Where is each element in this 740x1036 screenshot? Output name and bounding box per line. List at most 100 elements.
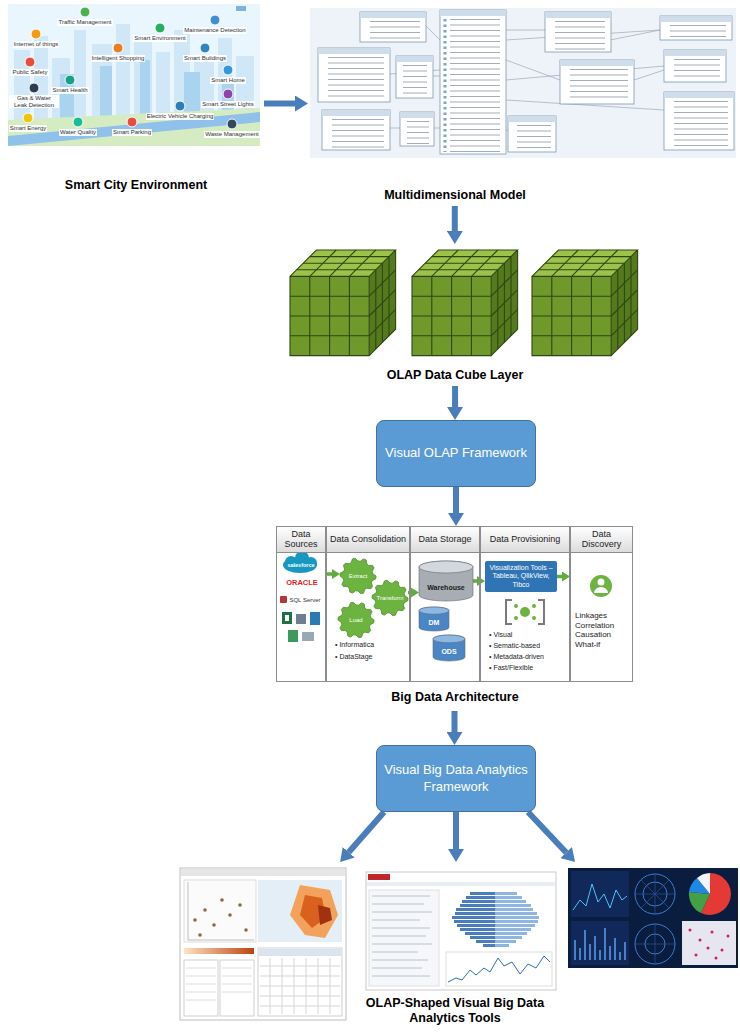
city-service-label: Maintenance Detection [183, 27, 246, 34]
dashboard-screenshot [495, 904, 531, 907]
dashboard-screenshot [495, 908, 533, 911]
dashboard-screenshot [180, 868, 346, 1020]
dashboard-screenshot [193, 918, 197, 922]
database-label: DM [429, 619, 440, 626]
flow-arrow [557, 575, 562, 579]
dashboard-screenshot [318, 905, 332, 925]
architecture-icons [280, 596, 287, 603]
cylinder-outline [419, 561, 473, 601]
smart-city-illustration [116, 24, 130, 120]
city-service-label: Smart Home [210, 77, 246, 84]
city-icon [227, 119, 237, 129]
smart-city-illustration [140, 60, 150, 120]
city-icon [223, 65, 233, 75]
smart-city-illustration [134, 40, 152, 120]
dashboard-screenshot [495, 896, 522, 899]
dashboard-screenshot [682, 921, 736, 965]
dashboard-screenshot [372, 896, 432, 976]
figure-panel: OLAP-Shaped Visual Big Data Analytics To… [180, 862, 738, 1034]
dashboard-screenshot [367, 882, 555, 886]
city-service-label: Electric Vehicle Charging [146, 113, 215, 120]
dashboard-screenshot [228, 913, 232, 917]
column-header: Data Provisioning [481, 527, 569, 553]
dashboard-screenshot [571, 921, 629, 965]
schema-table [396, 56, 433, 62]
architecture-icons [280, 551, 612, 642]
cylinder-outline [419, 607, 449, 631]
bullet-item: • DataStage [335, 653, 407, 661]
schema-table [560, 60, 634, 66]
cylinder-outline [419, 607, 449, 631]
schema-table [555, 21, 605, 50]
architecture-icons [532, 604, 536, 608]
architecture-icons [310, 612, 320, 625]
dashboard-screenshot [470, 892, 495, 895]
dashboard-screenshot [470, 936, 495, 939]
architecture-icons [282, 612, 292, 624]
caption-text: OLAP-Shaped Visual Big Data Analytics To… [350, 996, 560, 1026]
dashboard-screenshot [699, 939, 702, 942]
database-cylinder: ODS [433, 635, 465, 661]
city-service-label: Smart Buildings [183, 55, 227, 62]
dashboard-screenshot [697, 873, 710, 894]
city-icon [80, 7, 90, 17]
dashboard-screenshot [635, 924, 675, 964]
dashboard-screenshot [368, 874, 390, 880]
city-icon [113, 43, 123, 53]
architecture-icons [283, 557, 317, 573]
multidimensional-model-schema [390, 26, 664, 130]
dashboard-screenshot [238, 903, 242, 907]
schema-table [332, 119, 384, 148]
schema-table [322, 110, 390, 116]
schema-table [670, 25, 726, 38]
schema-table [403, 65, 427, 96]
gear-shape: Extract [340, 558, 376, 594]
architecture-icons [590, 575, 612, 597]
dashboard-screenshot [460, 928, 495, 931]
dashboard-screenshot [571, 871, 629, 917]
cylinder-outline [433, 635, 465, 643]
dashboard-screenshot [456, 908, 495, 911]
city-icon [175, 101, 185, 111]
discovery-list: Linkages Correlation Causation What-if [575, 611, 631, 649]
dashboard-screenshot [476, 940, 495, 943]
schema-table [440, 10, 506, 154]
column-header: Data Storage [411, 527, 479, 553]
dashboard-screenshot [184, 948, 254, 954]
dashboard-screenshot [495, 892, 539, 947]
dashboard-screenshot [212, 923, 216, 927]
city-icon [23, 113, 33, 123]
architecture-icons [296, 614, 306, 624]
dashboard-screenshot [568, 868, 738, 968]
dashboard-screenshot [635, 874, 675, 914]
schema-table [674, 59, 720, 80]
smart-city-illustration [8, 4, 260, 146]
cylinder-outline [433, 635, 465, 661]
architecture-icons [514, 604, 518, 608]
dashboard-screenshot [448, 956, 550, 982]
schema-table [328, 57, 384, 100]
logo-text: ORACLE [279, 579, 325, 588]
city-icon [65, 75, 75, 85]
dashboard-screenshot [495, 920, 538, 923]
city-service-label: Water Quality [59, 129, 97, 136]
dashboard-screenshot [198, 933, 202, 937]
schema-table [545, 12, 611, 52]
schema-table [664, 92, 734, 150]
dashboard-screenshot [495, 944, 509, 947]
dashboard-screenshot [635, 924, 675, 964]
dashboard-screenshot [689, 929, 692, 932]
architecture-icons [532, 616, 536, 620]
dashboard-screenshot [689, 892, 710, 913]
architecture-icons [285, 615, 289, 621]
flow-arrow [528, 812, 566, 853]
flow-arrow [452, 386, 458, 407]
city-service-label: Smart Health [51, 87, 88, 94]
city-service-label: Smart Energy [9, 125, 48, 132]
flow-arrow [349, 812, 384, 852]
schema-table [396, 56, 433, 98]
flow-arrow [452, 711, 458, 732]
dashboard-screenshot [260, 958, 340, 1014]
schema-table [318, 10, 734, 154]
